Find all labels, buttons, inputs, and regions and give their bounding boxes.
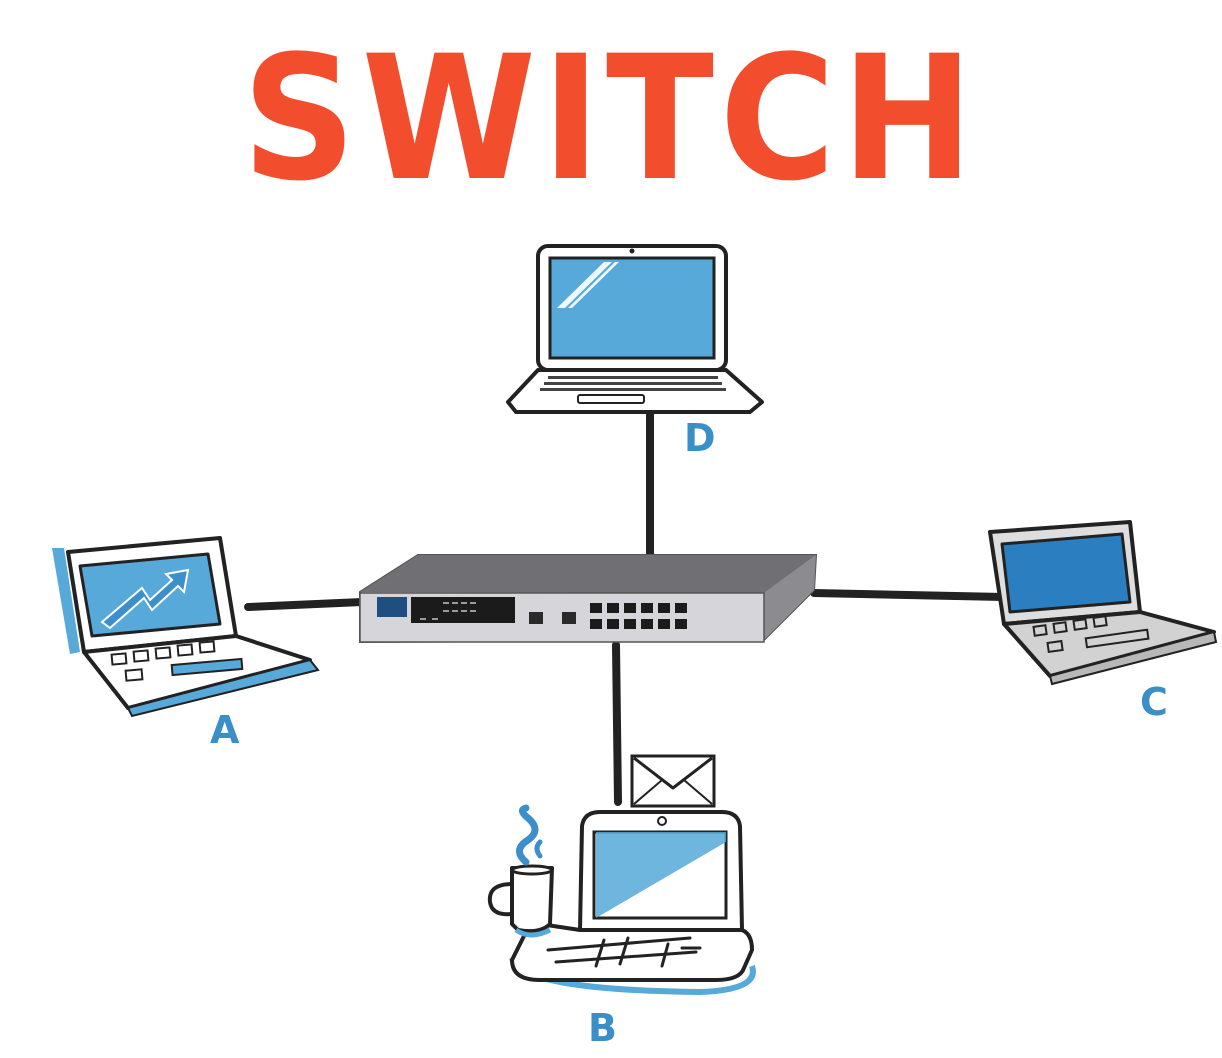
node-label-a: A xyxy=(210,708,240,752)
node-label-b: B xyxy=(588,1006,617,1050)
cables xyxy=(244,401,1008,806)
laptop-gray-icon xyxy=(988,520,1218,686)
cable-a xyxy=(244,598,366,611)
cable-b xyxy=(612,641,622,806)
node-label-c: C xyxy=(1140,680,1168,724)
laptop-coffee-icon xyxy=(487,804,756,996)
laptop-chart-icon xyxy=(52,536,320,718)
network-switch-icon xyxy=(359,554,818,644)
diagram-title: SWITCH xyxy=(242,18,980,219)
node-label-d: D xyxy=(684,416,716,460)
envelope-icon xyxy=(630,754,716,808)
cable-c xyxy=(810,589,1008,601)
laptop-icon xyxy=(506,244,764,414)
